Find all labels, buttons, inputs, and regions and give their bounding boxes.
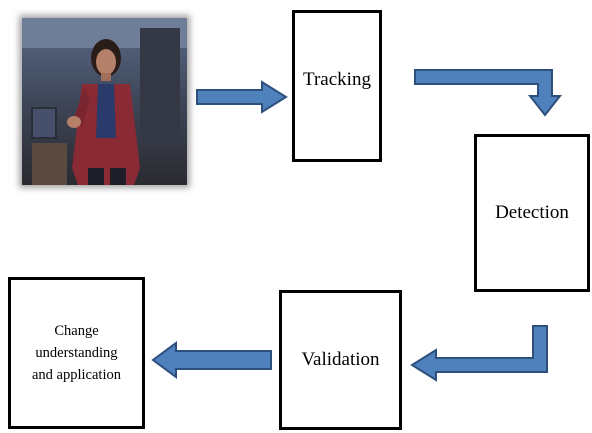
validation-label: Validation: [301, 349, 380, 370]
detection-box: Detection: [474, 134, 590, 292]
arrow-photo-to-tracking: [196, 80, 288, 114]
input-frame-image: [22, 18, 187, 185]
arrow-validation-to-change: [151, 341, 272, 379]
detection-label: Detection: [495, 202, 569, 223]
person-photo-illustration: [22, 18, 187, 185]
arrow-detection-to-validation: [410, 325, 548, 382]
tracking-box: Tracking: [292, 10, 382, 162]
arrow-tracking-to-detection: [414, 69, 563, 117]
tracking-label: Tracking: [303, 69, 371, 90]
change-understanding-label: Change understanding and application: [32, 323, 121, 383]
change-understanding-box: Change understanding and application: [8, 277, 145, 429]
validation-box: Validation: [279, 290, 402, 430]
